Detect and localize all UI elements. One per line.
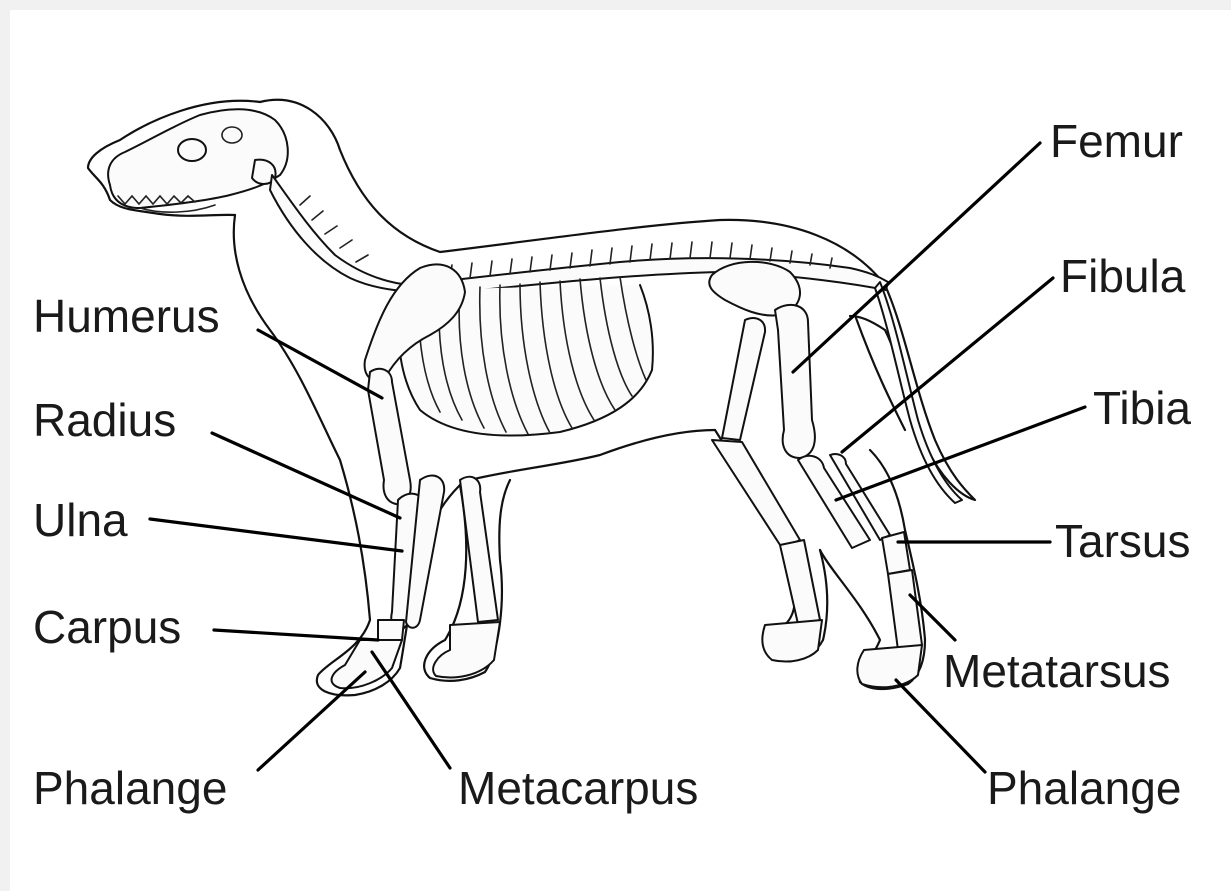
leader-radius <box>212 433 400 518</box>
label-tarsus: Tarsus <box>1055 515 1190 567</box>
label-metatarsus: Metatarsus <box>943 645 1171 697</box>
label-fibula: Fibula <box>1060 250 1186 302</box>
label-metacarpus: Metacarpus <box>458 762 698 814</box>
label-radius: Radius <box>33 394 176 446</box>
label-carpus: Carpus <box>33 601 181 653</box>
label-tibia: Tibia <box>1093 382 1191 434</box>
label-femur: Femur <box>1050 115 1183 167</box>
leader-humerus <box>258 330 382 398</box>
leader-ulna <box>150 519 402 551</box>
label-phalange-front: Phalange <box>33 762 227 814</box>
leader-femur <box>793 143 1040 372</box>
skull <box>108 109 288 212</box>
label-ulna: Ulna <box>33 494 128 546</box>
labels: Humerus Radius Ulna Carpus Phalange Meta… <box>33 115 1191 814</box>
leader-phalange-front <box>258 672 365 770</box>
label-humerus: Humerus <box>33 290 220 342</box>
label-phalange-hind: Phalange <box>987 762 1181 814</box>
leader-carpus <box>214 630 378 640</box>
